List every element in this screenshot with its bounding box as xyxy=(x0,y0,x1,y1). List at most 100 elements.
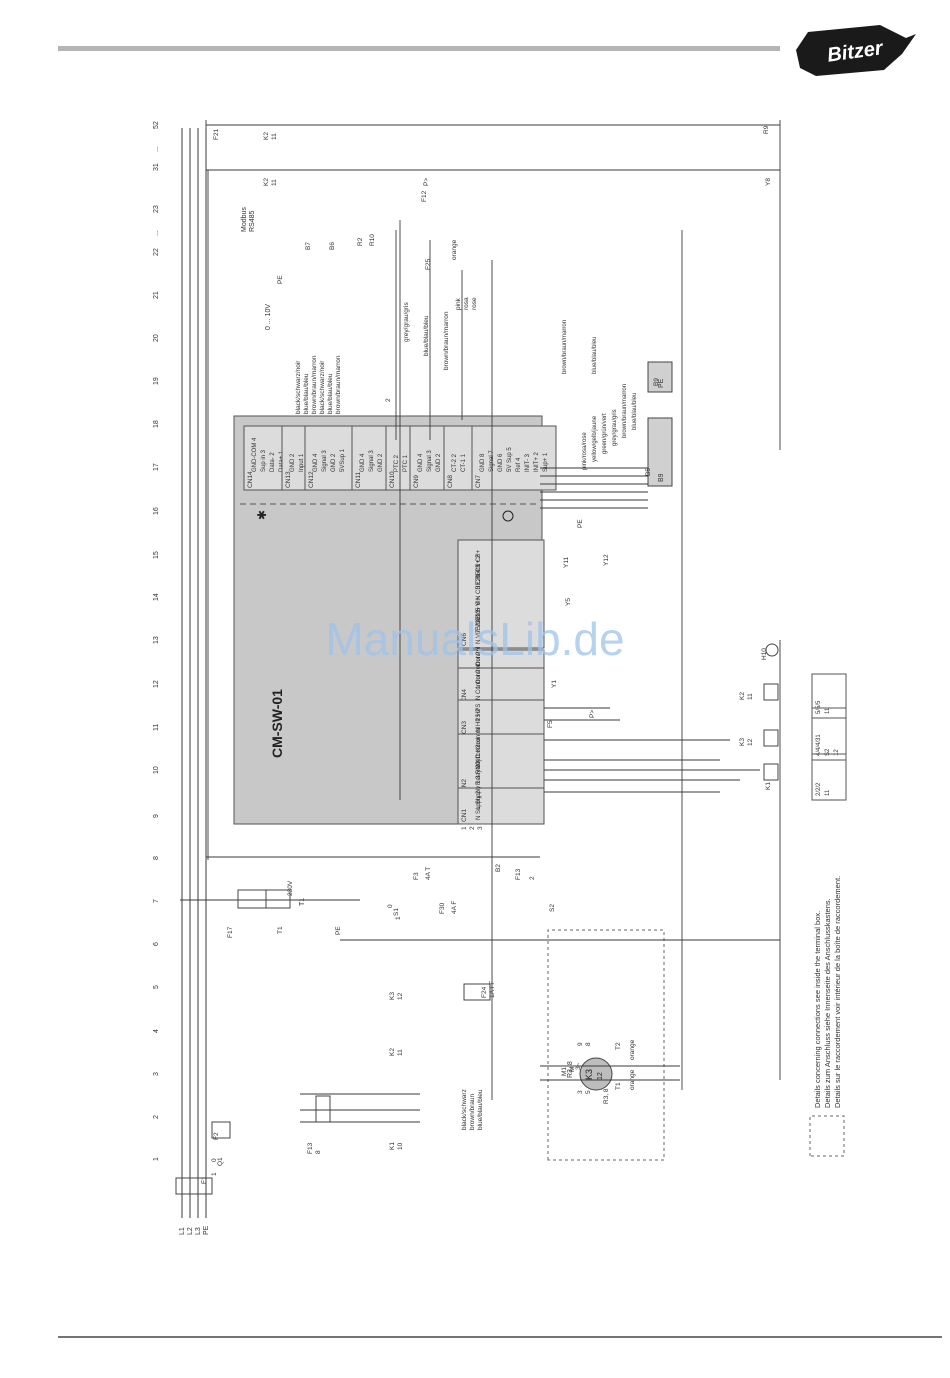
f25-right-label: rose xyxy=(471,297,478,310)
note-fr: Details sur le raccordement voir intérie… xyxy=(833,876,842,1108)
b6-wire-label: black/schwarz/noir xyxy=(319,360,326,414)
connector-pin: 7 VI/E23 xyxy=(476,609,482,633)
contact-table-cell: 5/5/5 xyxy=(816,700,822,714)
contact-table-cell: 2/2/2 xyxy=(816,782,822,796)
connector-name: CN4 xyxy=(461,689,468,702)
component-label: 1 xyxy=(395,916,402,920)
sensor-b9: PE xyxy=(647,361,673,393)
b9-wire-label: brown/braun/marron xyxy=(562,320,568,374)
b5-wire-label: brown/braun/marron xyxy=(622,384,628,438)
connector-pin: 1 Control xyxy=(476,665,482,689)
b5-wire-label: blue/blau/bleu xyxy=(632,393,638,430)
notes: Details concerning connections see insid… xyxy=(809,876,845,1157)
connector-name: CN1 xyxy=(461,809,468,822)
connector-pin: 1 CR+ xyxy=(476,549,482,567)
motor-m1: K3 12 R3, 8 xyxy=(547,929,665,1161)
contact-table xyxy=(811,707,847,761)
component-label: Y11 xyxy=(563,557,570,568)
b5-wire-label: green/grün/vert xyxy=(602,413,608,454)
connector-cn2 xyxy=(457,733,545,795)
modbus-label: RS485 xyxy=(249,210,256,232)
connector-cn4 xyxy=(457,667,545,705)
connector-name: CN11 xyxy=(355,471,362,488)
connector-pin: N Control 2 xyxy=(476,669,482,700)
component-label: Y12 xyxy=(603,554,610,566)
orange-label: orange xyxy=(629,1069,636,1090)
orange-label: orange xyxy=(629,1039,636,1060)
column-number: 1 xyxy=(153,1157,160,1161)
component-label: S1 xyxy=(393,908,400,916)
connector-pin: CT-2 2 xyxy=(452,453,458,472)
column-number: 9 xyxy=(153,814,160,818)
column-number: 4 xyxy=(153,1029,160,1033)
modbus-label: Modbus xyxy=(241,207,248,232)
bluetooth-icon: ✱ xyxy=(255,510,269,520)
component-label: 8 xyxy=(315,1150,322,1154)
sensor-b5: B9 xyxy=(647,417,673,487)
component-label: F2 xyxy=(213,1132,220,1140)
component-label: 11 xyxy=(747,693,754,700)
component-label: B9 xyxy=(653,378,660,386)
component-label: K2 xyxy=(389,1048,396,1056)
f25-right-label: orange xyxy=(451,239,458,260)
motor-wire-label: brown/braun xyxy=(469,1093,476,1130)
connector-name: CN10 xyxy=(389,471,396,488)
column-number: 14 xyxy=(153,593,160,601)
connector-pin: GND 2 xyxy=(378,453,384,472)
fuses xyxy=(175,983,491,1195)
supply-label: L3 xyxy=(195,1227,202,1235)
contact-table-cell: 11 xyxy=(825,707,831,714)
connector-pin: INIT- 3 xyxy=(525,453,531,472)
component-label: F5 xyxy=(547,720,554,728)
supply-label: PE xyxy=(203,1225,210,1235)
component-label: 11 xyxy=(271,133,278,140)
component-label: 1 xyxy=(211,1172,218,1176)
header-bar xyxy=(58,46,780,51)
column-number: 16 xyxy=(153,507,160,515)
b5-wire-label: pink/rosa/rose xyxy=(582,432,588,470)
component-label: P> xyxy=(589,710,596,718)
contact-table xyxy=(811,753,847,801)
motor-symbol: K3 xyxy=(584,1069,594,1080)
connector-name: CN12 xyxy=(308,471,315,488)
b5-label: B9 xyxy=(658,473,665,482)
connector-pin: CT-1 1 xyxy=(461,453,467,472)
component-label: 4A F xyxy=(451,901,458,914)
column-number: 6 xyxy=(153,942,160,946)
connector-cn6 xyxy=(457,539,545,649)
column-number: 20 xyxy=(153,334,160,342)
connector-pin: 2 K1control xyxy=(476,738,482,768)
connector-pin: 5V Sup 5 xyxy=(507,447,513,472)
component-label: 12 xyxy=(747,738,754,746)
column-number: 12 xyxy=(153,680,160,688)
component-label: R3, 8 xyxy=(603,1088,610,1104)
column-number: 2 xyxy=(153,1115,160,1119)
connector-name: CN6 xyxy=(461,633,468,646)
connector-name: CN3 xyxy=(461,721,468,734)
b6-wire-label: brown/braun/marron xyxy=(335,355,342,414)
module-title: CM-SW-01 xyxy=(269,689,285,758)
component-label: 12 xyxy=(397,992,404,1000)
connector-cn1 xyxy=(457,787,545,825)
component-label: 11 xyxy=(397,1049,404,1056)
motor-wire-label: black/schwarz xyxy=(461,1089,468,1130)
component-label: F3 xyxy=(413,872,420,880)
relays xyxy=(763,643,779,781)
component-label: Y1 xyxy=(551,680,558,688)
component-label: 3~ xyxy=(575,1062,582,1070)
analog-label: 0 ... 10V xyxy=(265,304,272,330)
connector-pin: PTC 2 xyxy=(394,454,400,472)
column-number: 23 xyxy=(153,205,160,213)
terminal-number: 1 xyxy=(461,826,468,830)
connector-pin: N VI/E23 8 xyxy=(476,614,482,644)
contact-table xyxy=(811,673,847,719)
b7-wire-label: black/schwarz/noir xyxy=(295,360,302,414)
connector-pin: INIT+ 2 xyxy=(534,451,540,472)
connector-pin: Input 1 xyxy=(299,453,305,472)
component-label: F1 xyxy=(201,1176,208,1184)
component-label: 0 xyxy=(387,904,394,908)
connector-name: CN9 xyxy=(413,475,420,488)
component-label: B7 xyxy=(305,242,312,250)
terminal-number: 8 xyxy=(585,1042,592,1046)
